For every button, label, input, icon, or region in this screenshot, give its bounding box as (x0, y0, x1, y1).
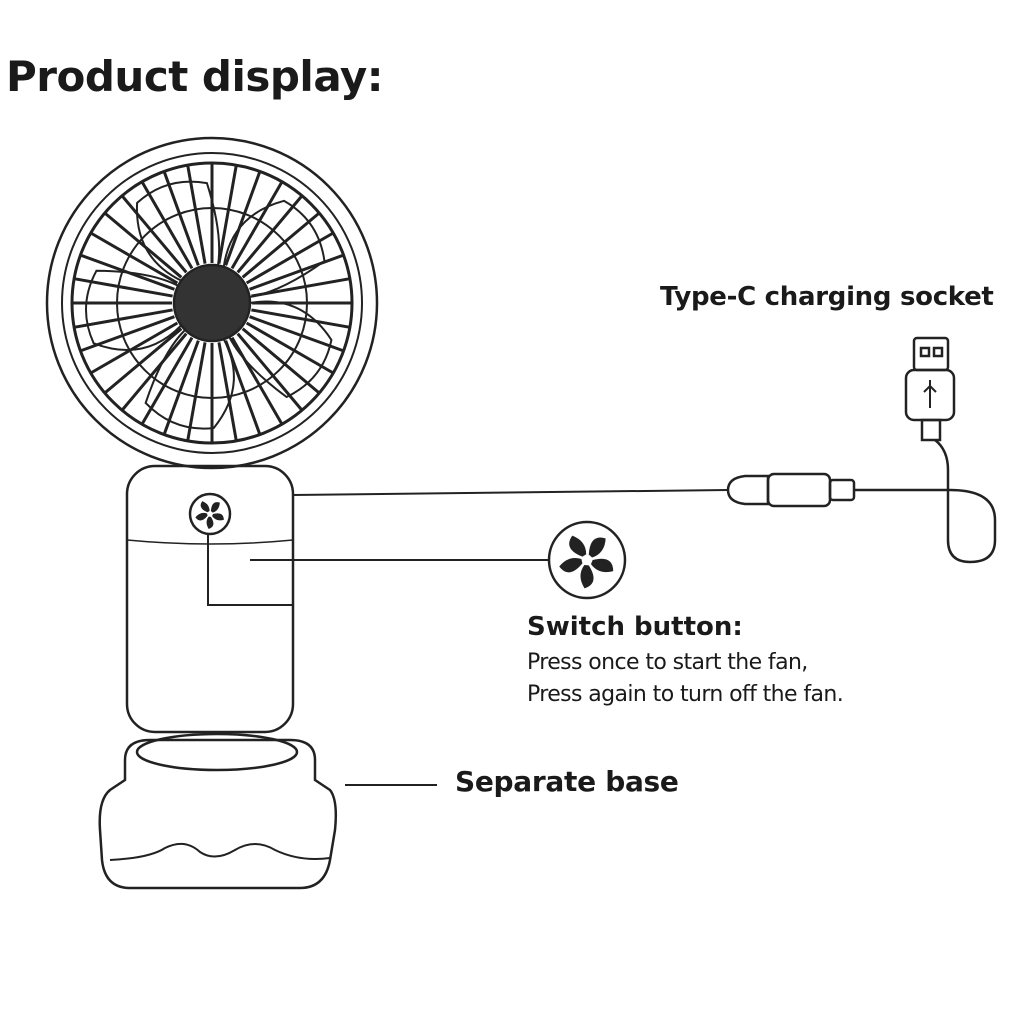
fan-blade (144, 329, 235, 430)
fan-icon-blade (588, 537, 606, 558)
separate-base (98, 738, 338, 890)
grille-spoke (217, 164, 238, 264)
fan-blades (85, 180, 333, 430)
grille-spoke (241, 327, 321, 395)
fan-blade (222, 199, 326, 299)
fan-head-inner (61, 152, 363, 454)
page-title: Product display: (6, 52, 384, 101)
grille-spoke (230, 181, 284, 270)
fan-icon-blade (210, 502, 220, 513)
grille-spoke (236, 194, 304, 274)
switch-button-title: Switch button: (527, 612, 743, 642)
fan-icon-blade (580, 565, 594, 589)
fan-icon-blade (590, 558, 614, 573)
grille-spoke (230, 336, 284, 425)
fan-head-outer (45, 136, 379, 470)
switch-button-icon (547, 520, 627, 600)
grille-spoke (217, 342, 238, 442)
grille-spoke (90, 231, 179, 285)
grille-spoke (245, 321, 334, 375)
type-c-label: Type-C charging socket (660, 282, 994, 312)
fan-blade (85, 269, 182, 351)
fan-handle (125, 464, 295, 734)
fan-icon-blade (195, 512, 208, 521)
fan-icon-blade (212, 513, 224, 521)
grille-spoke (236, 332, 304, 412)
fan-icon-blade (559, 557, 583, 573)
separate-base-label: Separate base (455, 765, 679, 798)
type-c-plug (726, 474, 770, 506)
grille-spoke (120, 332, 188, 412)
grille-spoke (224, 170, 262, 266)
grille-spoke (249, 315, 345, 353)
grille-spoke (241, 211, 321, 279)
switch-instruction-2: Press again to turn off the fan. (527, 682, 844, 707)
grille-spoke (73, 308, 173, 329)
handle-switch-icon (188, 492, 232, 536)
grille-spoke (186, 164, 207, 264)
fan-blade (228, 300, 333, 399)
fan-blade (135, 180, 221, 282)
grille-spoke (120, 194, 188, 274)
grille-spoke (162, 170, 200, 266)
grille-spoke (186, 342, 207, 442)
grille-spoke (251, 308, 351, 329)
grille-spoke (140, 336, 194, 425)
grille-spoke (162, 340, 200, 436)
fan-icon-blade (200, 501, 210, 513)
fan-icon-blade (569, 535, 587, 557)
grille-spoke (90, 321, 179, 375)
grille-spoke (103, 211, 183, 279)
grille-spoke (140, 181, 194, 270)
switch-instruction-1: Press once to start the fan, (527, 650, 808, 675)
fan-icon-blade (206, 516, 214, 529)
grille-spoke (103, 327, 183, 395)
grille-spoke (249, 253, 345, 291)
fan-hub (172, 263, 252, 343)
